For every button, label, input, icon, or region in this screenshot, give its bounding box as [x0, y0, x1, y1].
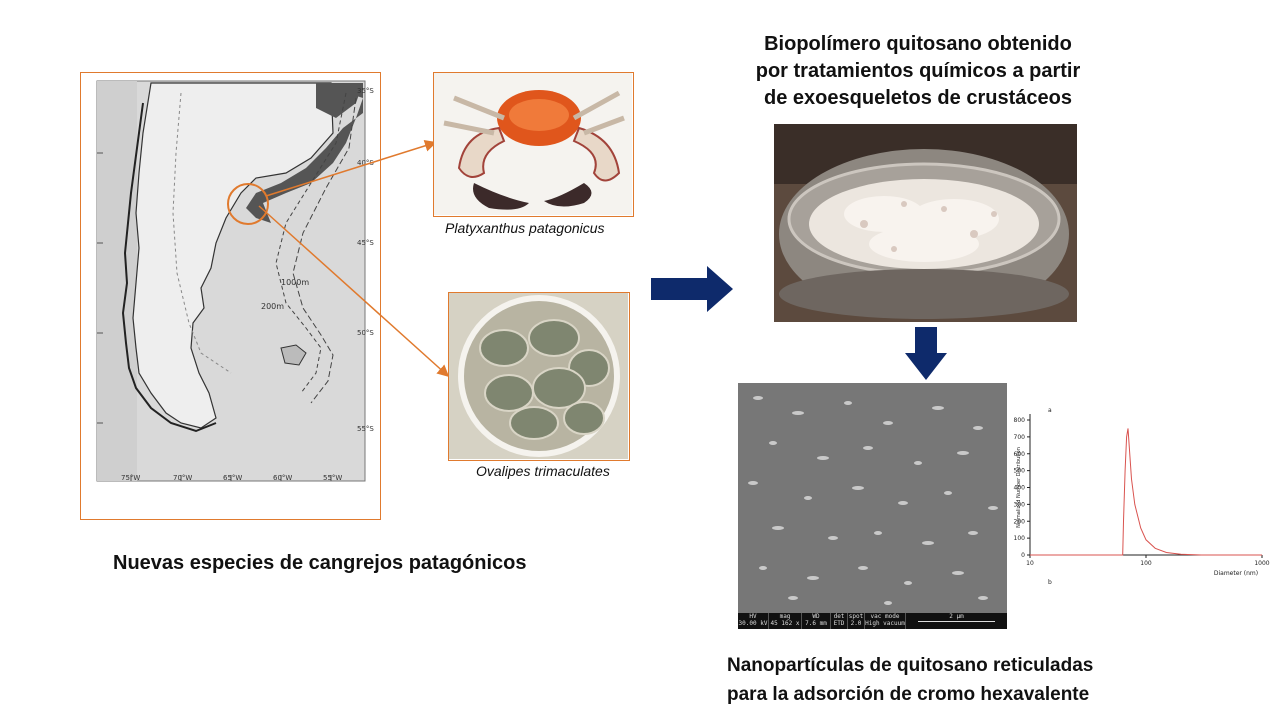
y-tick-label: 600 [1014, 451, 1026, 458]
y-axis-label: Normalized Number Distribution [1016, 447, 1022, 528]
y-tick-label: 100 [1014, 535, 1026, 542]
lat-label: 40°S [357, 159, 374, 167]
lon-label: 65°W [223, 474, 242, 482]
x-axis-label: Diameter (nm) [1214, 570, 1258, 577]
patagonia-map: 35°S 40°S 45°S 50°S 55°S 75°W 70°W 65°W … [96, 80, 374, 482]
panel-letter-a: a [1048, 407, 1052, 414]
chitosan-title: Biopolímero quitosano obtenido por trata… [755, 33, 1081, 109]
sem-particles [738, 383, 1007, 613]
depth-label: 200m [261, 302, 284, 311]
crab-photo-platyxanthus [434, 73, 632, 215]
x-tick-label: 1000 [1254, 560, 1269, 567]
lat-label: 50°S [357, 329, 374, 337]
y-tick-label: 200 [1014, 518, 1026, 525]
y-tick-label: 700 [1014, 434, 1026, 441]
down-arrow-icon [905, 327, 947, 380]
y-tick-label: 0 [1021, 552, 1025, 559]
depth-label: 1000m [281, 278, 309, 287]
lat-label: 55°S [357, 425, 374, 433]
chitosan-photo [774, 124, 1077, 322]
size-distribution-chart: 0 100 200 300 400 500 600 700 800 10 100 1000Diamet… [1014, 407, 1270, 586]
crab-photo-1-frame [433, 72, 634, 217]
region-highlight-circle [227, 183, 269, 225]
crab-photo-ovalipes [449, 293, 628, 459]
crabs-caption: Nuevas especies de cangrejos patagónicos [113, 552, 527, 574]
lat-label: 35°S [357, 87, 374, 95]
lon-label: 60°W [273, 474, 292, 482]
lon-label: 75°W [121, 474, 140, 482]
lon-label: 70°W [173, 474, 192, 482]
lon-label: 55°W [323, 474, 342, 482]
sem-scale-bar: 2 μm [906, 613, 1007, 629]
x-tick-label: 10 [1026, 560, 1034, 567]
crab2-name: Ovalipes trimaculates [476, 463, 610, 479]
y-tick-label: 500 [1014, 468, 1026, 475]
right-arrow-icon [651, 266, 733, 312]
crab-photo-2-frame [448, 292, 630, 461]
distribution-line [1030, 428, 1262, 556]
lat-label: 45°S [357, 239, 374, 247]
panel-letter-b: b [1048, 579, 1052, 586]
y-tick-label: 300 [1014, 501, 1026, 508]
y-tick-label: 800 [1014, 417, 1026, 424]
x-tick-label: 100 [1140, 560, 1152, 567]
nano-caption: Nanopartículas de quitosano reticuladas … [727, 655, 1094, 705]
crab1-name: Platyxanthus patagonicus [445, 220, 605, 236]
y-tick-label: 400 [1014, 485, 1026, 492]
